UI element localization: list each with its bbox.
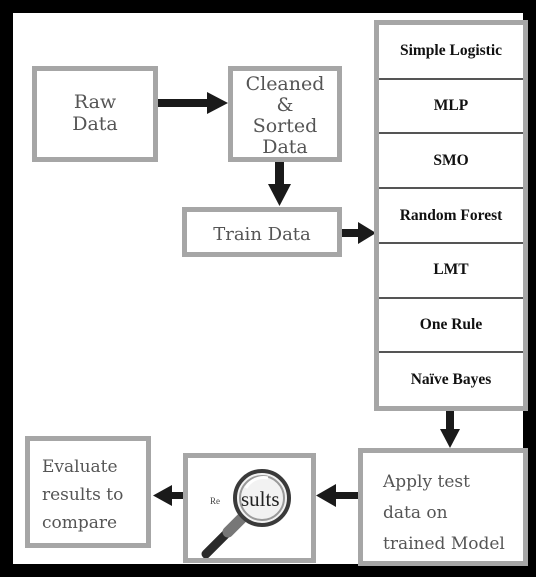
algorithm-item: Naïve Bayes — [410, 370, 492, 388]
algorithm-item: Simple Logistic — [379, 25, 523, 80]
algorithm-item: Random Forest — [379, 189, 523, 244]
arrow-cleaned-to-train — [268, 162, 291, 206]
cleaned-data-label: Cleaned & Sorted Data — [245, 73, 325, 158]
results-small-text: Re — [210, 496, 220, 506]
train-data-box: Train Data — [182, 207, 342, 257]
arrow-apply-to-results — [316, 484, 358, 507]
arrow-algorithms-to-apply — [440, 411, 460, 448]
apply-test-data-box: Apply test data on trained Model — [358, 448, 528, 566]
algorithm-item: MLP — [379, 80, 523, 135]
train-data-label: Train Data — [213, 224, 311, 245]
algorithm-item: SMO — [379, 134, 523, 190]
algorithm-item: One Rule — [379, 299, 523, 354]
magnifier-icon: Re sults — [201, 469, 291, 558]
evaluate-results-label: Evaluate results to compare — [42, 457, 124, 533]
cleaned-data-box: Cleaned & Sorted Data — [228, 66, 342, 162]
algorithm-item: LMT — [379, 244, 523, 299]
evaluate-results-box: Evaluate results to compare — [25, 436, 151, 548]
results-box: Re sults — [183, 453, 316, 563]
apply-test-data-label: Apply test data on trained Model — [383, 472, 505, 554]
raw-data-label: Raw Data — [72, 91, 118, 135]
raw-data-box: Raw Data — [32, 66, 158, 162]
arrow-train-to-algorithms — [342, 222, 376, 244]
arrow-results-to-evaluate — [153, 485, 183, 506]
results-large-text: sults — [241, 487, 280, 511]
algorithm-list: Simple Logistic MLP SMO Random Forest LM… — [374, 20, 528, 411]
arrow-raw-to-cleaned — [158, 92, 228, 114]
